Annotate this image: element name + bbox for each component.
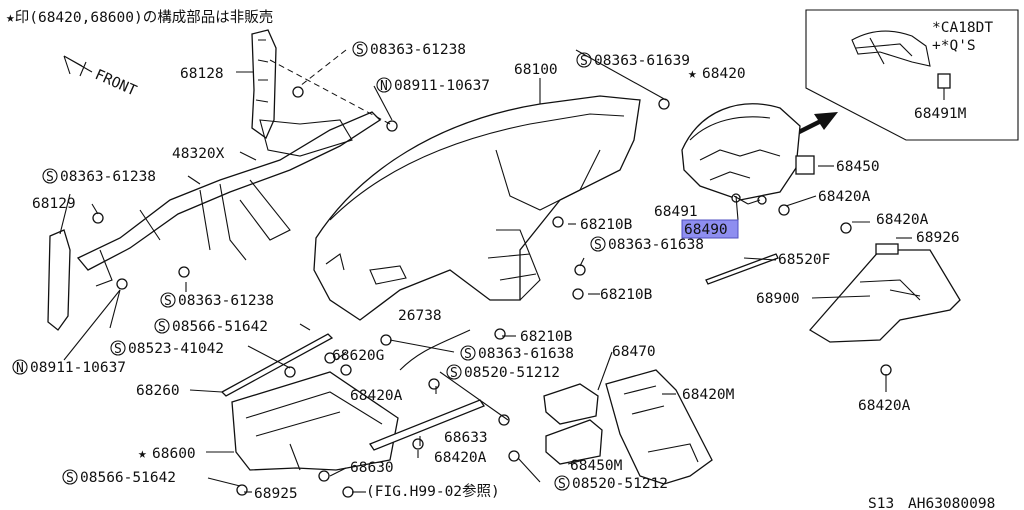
footer-code-1: S13 (868, 496, 894, 510)
glove-box-68600 (231, 371, 399, 471)
leader-lines (59, 49, 912, 493)
label-68926: 68926 (916, 230, 960, 246)
prefix-s-3: S (46, 170, 54, 185)
cluster-lid-68420 (681, 103, 801, 201)
prefix-marks (12, 41, 606, 491)
prefix-s-7: S (114, 342, 122, 357)
pocket-68450m (545, 419, 603, 465)
fasteners (92, 86, 892, 498)
label-s08363-61638-b: 08363-61638 (478, 346, 574, 362)
label-s08520-51212-b: 08520-51212 (572, 476, 668, 492)
label-s08363-61639: 08363-61639 (594, 53, 690, 69)
footer-code-2: AH63080098 (908, 496, 995, 510)
prefix-n-2: N (16, 361, 24, 376)
bracket-68128 (251, 29, 277, 139)
switch-68450 (795, 155, 815, 175)
steering-member-48320x (76, 111, 382, 287)
bracket-68129 (47, 229, 71, 331)
inset-note-2: +*Q'S (932, 38, 976, 54)
label-68420-star: 68420 (702, 66, 746, 82)
label-68128: 68128 (180, 66, 224, 82)
label-68420a-1: 68420A (818, 189, 871, 205)
label-68600-star: 68600 (152, 446, 196, 462)
label-68129: 68129 (32, 196, 76, 212)
trim-strip-68520f (705, 253, 779, 285)
label-68520f: 68520F (778, 252, 830, 268)
prefix-star-1: ★ (688, 66, 697, 82)
inset-arrow-icon (790, 112, 838, 138)
label-68420a-2: 68420A (876, 212, 929, 228)
prefix-s-6: S (158, 320, 166, 335)
harness-26738 (399, 329, 471, 371)
label-68490: 68490 (684, 222, 728, 238)
label-68420a-4: 68420A (858, 398, 911, 414)
prefix-s-4: S (594, 238, 602, 253)
label-fig-ref: (FIG.H99-02参照) (366, 483, 500, 500)
label-68450m: 68450M (570, 458, 623, 474)
label-68210b-1: 68210B (580, 217, 633, 233)
dashboard-68100 (313, 95, 641, 321)
front-label: FRONT (92, 67, 139, 99)
label-s08566-51642-a: 08566-51642 (172, 319, 268, 335)
label-s08363-61638-a: 08363-61638 (608, 237, 704, 253)
label-68420m: 68420M (682, 387, 735, 403)
prefix-s-1: S (356, 43, 364, 58)
prefix-star-2: ★ (138, 446, 147, 462)
label-68491: 68491 (654, 204, 698, 220)
inset-note-1: *CA18DT (932, 20, 993, 36)
label-n08911-10637-b: 08911-10637 (30, 360, 126, 376)
label-68925: 68925 (254, 486, 298, 502)
console-68420m (605, 369, 713, 485)
label-68630: 68630 (350, 460, 394, 476)
inset-box (805, 9, 1019, 141)
label-48320x: 48320X (172, 146, 225, 162)
label-s08363-61238-b: 08363-61238 (60, 169, 156, 185)
label-n08911-10637-a: 08911-10637 (394, 78, 490, 94)
label-s08520-51212-a: 08520-51212 (464, 365, 560, 381)
prefix-n-1: N (380, 79, 388, 94)
prefix-s-5: S (164, 294, 172, 309)
label-s08523-41042: 08523-41042 (128, 341, 224, 357)
label-68420a-3: 68420A (350, 388, 403, 404)
label-68420a-5: 68420A (434, 450, 487, 466)
prefix-s-2: S (580, 54, 588, 69)
label-68900: 68900 (756, 291, 800, 307)
label-68260: 68260 (136, 383, 180, 399)
pocket-68470 (543, 383, 599, 425)
label-68100: 68100 (514, 62, 558, 78)
prefix-s-8: S (464, 347, 472, 362)
label-68450: 68450 (836, 159, 880, 175)
front-arrow-icon (63, 55, 93, 77)
label-26738: 26738 (398, 308, 442, 324)
label-68470: 68470 (612, 344, 656, 360)
label-68633: 68633 (444, 430, 488, 446)
label-s08363-61238-a: 08363-61238 (370, 42, 466, 58)
label-68620g: 68620G (332, 348, 384, 364)
highlight-68490 (681, 219, 739, 239)
header-note: ★印(68420,68600)の構成部品は非販売 (6, 9, 273, 26)
rod-68260 (220, 333, 334, 397)
inset-part-label: 68491M (914, 106, 967, 122)
panel-68900 (808, 249, 961, 343)
prefix-s-11: S (558, 477, 566, 492)
label-s08566-51642-b: 08566-51642 (80, 470, 176, 486)
prefix-s-9: S (450, 366, 458, 381)
prefix-s-10: S (66, 471, 74, 486)
label-68210b-2: 68210B (600, 287, 653, 303)
clip-68926 (875, 243, 899, 255)
strip-68633 (369, 399, 485, 451)
label-s08363-61238-c: 08363-61238 (178, 293, 274, 309)
label-68210b-3: 68210B (520, 329, 573, 345)
